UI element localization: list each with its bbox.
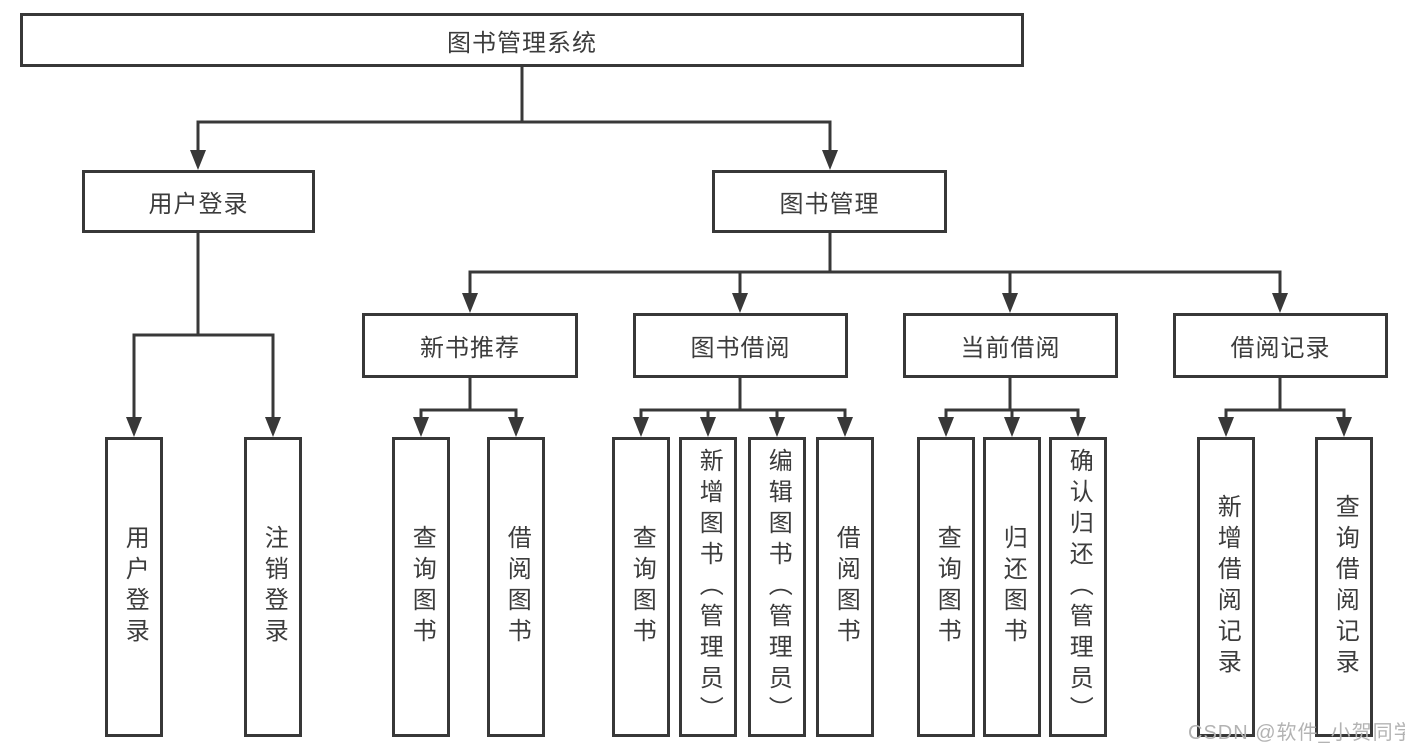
node-book-management-label: 图书管理	[779, 191, 880, 218]
arrowheads-book-borrow	[633, 417, 853, 437]
arrowheads-root	[190, 150, 838, 170]
arrowheads-user-login	[126, 417, 281, 437]
node-borrow-records: 借阅记录	[1173, 313, 1388, 378]
node-book-borrow-label: 图书借阅	[690, 335, 791, 362]
leaf-borrow-books-2: 借阅图书	[816, 437, 874, 737]
leaf-logout-label: 注销登录	[260, 525, 288, 649]
leaf-user-login: 用户登录	[105, 437, 163, 737]
arrowheads-new-book-recommend	[413, 417, 524, 437]
leaf-return-book: 归还图书	[983, 437, 1041, 737]
node-current-borrow-label: 当前借阅	[960, 335, 1061, 362]
node-root: 图书管理系统	[20, 13, 1024, 67]
leaf-add-book-admin-label: 新增图书（管理员）	[695, 447, 723, 727]
connector-new-book-recommend	[419, 378, 518, 419]
leaf-borrow-books-recommend: 借阅图书	[487, 437, 545, 737]
node-user-login: 用户登录	[82, 170, 315, 233]
arrowheads-book-management	[462, 293, 1288, 313]
node-borrow-records-label: 借阅记录	[1230, 335, 1331, 362]
leaf-edit-book-admin: 编辑图书（管理员）	[748, 437, 806, 737]
leaf-query-books-recommend: 查询图书	[392, 437, 450, 737]
arrowheads-borrow-records	[1218, 417, 1352, 437]
connector-user-login	[132, 233, 275, 419]
node-root-label: 图书管理系统	[447, 29, 597, 57]
leaf-edit-book-admin-label: 编辑图书（管理员）	[764, 447, 792, 727]
arrowheads-current-borrow	[938, 417, 1086, 437]
leaf-add-borrow-record: 新增借阅记录	[1197, 437, 1255, 737]
connector-borrow-records	[1224, 378, 1346, 419]
node-user-login-label: 用户登录	[148, 191, 249, 218]
connector-book-management	[468, 233, 1282, 295]
csdn-watermark: CSDN @软件_小贺同学	[1188, 722, 1405, 744]
leaf-query-books-current-label: 查询图书	[933, 525, 961, 649]
leaf-confirm-return-admin: 确认归还（管理员）	[1049, 437, 1107, 737]
connector-book-borrow	[639, 378, 847, 419]
leaf-query-books-borrow-label: 查询图书	[628, 525, 656, 649]
leaf-add-book-admin: 新增图书（管理员）	[679, 437, 737, 737]
node-book-management: 图书管理	[712, 170, 947, 233]
leaf-query-books-borrow: 查询图书	[612, 437, 670, 737]
node-current-borrow: 当前借阅	[903, 313, 1118, 378]
leaf-borrow-books-recommend-label: 借阅图书	[503, 525, 531, 649]
leaf-query-borrow-record: 查询借阅记录	[1315, 437, 1373, 737]
connector-root	[196, 67, 832, 152]
leaf-logout: 注销登录	[244, 437, 302, 737]
connector-current-borrow	[944, 378, 1080, 419]
leaf-user-login-label: 用户登录	[121, 525, 149, 649]
node-book-borrow: 图书借阅	[633, 313, 848, 378]
leaf-query-books-current: 查询图书	[917, 437, 975, 737]
leaf-query-borrow-record-label: 查询借阅记录	[1331, 494, 1359, 680]
leaf-confirm-return-admin-label: 确认归还（管理员）	[1065, 447, 1093, 727]
leaf-return-book-label: 归还图书	[999, 525, 1027, 649]
leaf-borrow-books-2-label: 借阅图书	[832, 525, 860, 649]
leaf-query-books-recommend-label: 查询图书	[408, 525, 436, 649]
node-new-book-recommend: 新书推荐	[362, 313, 578, 378]
leaf-add-borrow-record-label: 新增借阅记录	[1213, 494, 1241, 680]
node-new-book-recommend-label: 新书推荐	[420, 335, 520, 362]
